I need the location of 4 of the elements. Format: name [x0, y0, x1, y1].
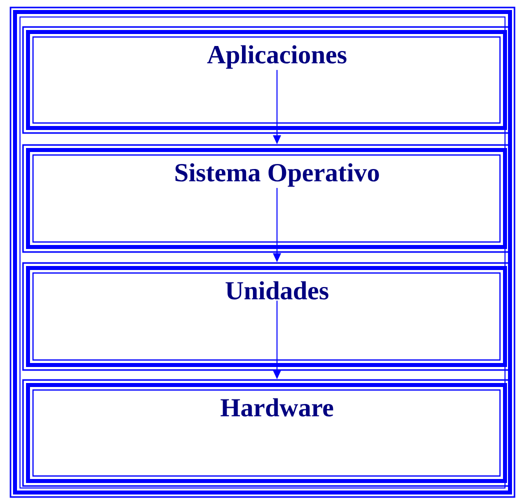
layer-box: Unidades: [22, 262, 511, 371]
layer-box: Sistema Operativo: [22, 144, 511, 253]
layer-box: Hardware: [22, 379, 511, 487]
layer-box: Aplicaciones: [22, 26, 511, 134]
